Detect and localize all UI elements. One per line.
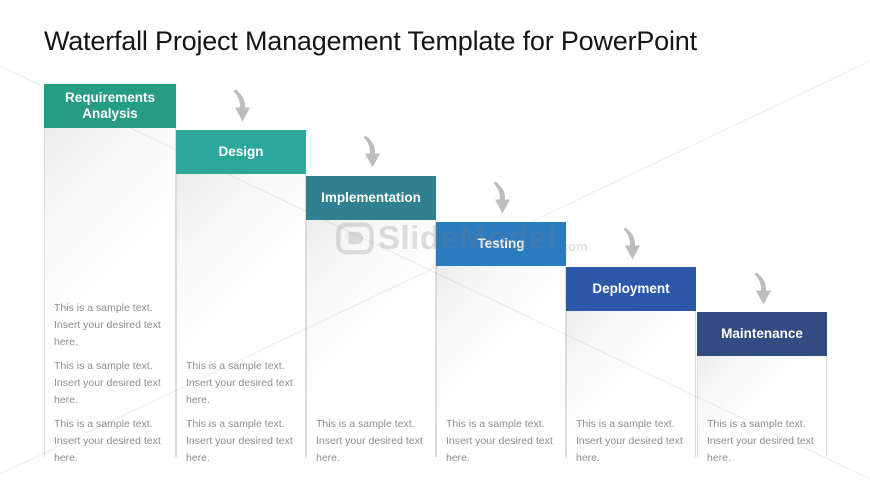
- stage-column: [176, 174, 306, 457]
- sample-text-block: This is a sample text. Insert your desir…: [707, 418, 814, 464]
- sample-text-block: This is a sample text. Insert your desir…: [186, 360, 293, 406]
- stage-header: Maintenance: [697, 312, 827, 356]
- curved-down-arrow-icon: [623, 227, 640, 260]
- curved-down-arrow-icon: [233, 89, 250, 122]
- stage-column: [44, 128, 176, 457]
- sample-text-block: This is a sample text. Insert your desir…: [446, 418, 553, 464]
- curved-down-arrow-icon: [493, 181, 510, 214]
- stage-label: Design: [218, 143, 264, 159]
- stage-label: Testing: [477, 235, 525, 251]
- stage-label: Deployment: [592, 280, 670, 296]
- slide-title: Waterfall Project Management Template fo…: [44, 26, 697, 56]
- stage-header: Design: [176, 130, 306, 174]
- stage-column: [306, 220, 436, 457]
- sample-text-block: This is a sample text. Insert your desir…: [316, 418, 423, 464]
- curved-down-arrow-icon: [363, 135, 380, 168]
- stage-header: Deployment: [566, 267, 696, 311]
- curved-down-arrow-icon: [754, 272, 771, 305]
- sample-text-block: This is a sample text. Insert your desir…: [54, 302, 161, 348]
- sample-text-block: This is a sample text. Insert your desir…: [54, 418, 161, 464]
- sample-text-block: This is a sample text. Insert your desir…: [576, 418, 683, 464]
- stage-header: Testing: [436, 222, 566, 266]
- stage-column: [697, 356, 827, 457]
- sample-text-block: This is a sample text. Insert your desir…: [186, 418, 293, 464]
- stage-label: Maintenance: [721, 325, 803, 341]
- sample-text-block: This is a sample text. Insert your desir…: [54, 360, 161, 406]
- stage-column: [436, 266, 566, 457]
- stage-header: Requirements Analysis: [44, 84, 176, 128]
- stage-column: [566, 311, 696, 457]
- stage-label: Requirements Analysis: [64, 89, 156, 121]
- stage-label: Implementation: [321, 189, 421, 205]
- stage-header: Implementation: [306, 176, 436, 220]
